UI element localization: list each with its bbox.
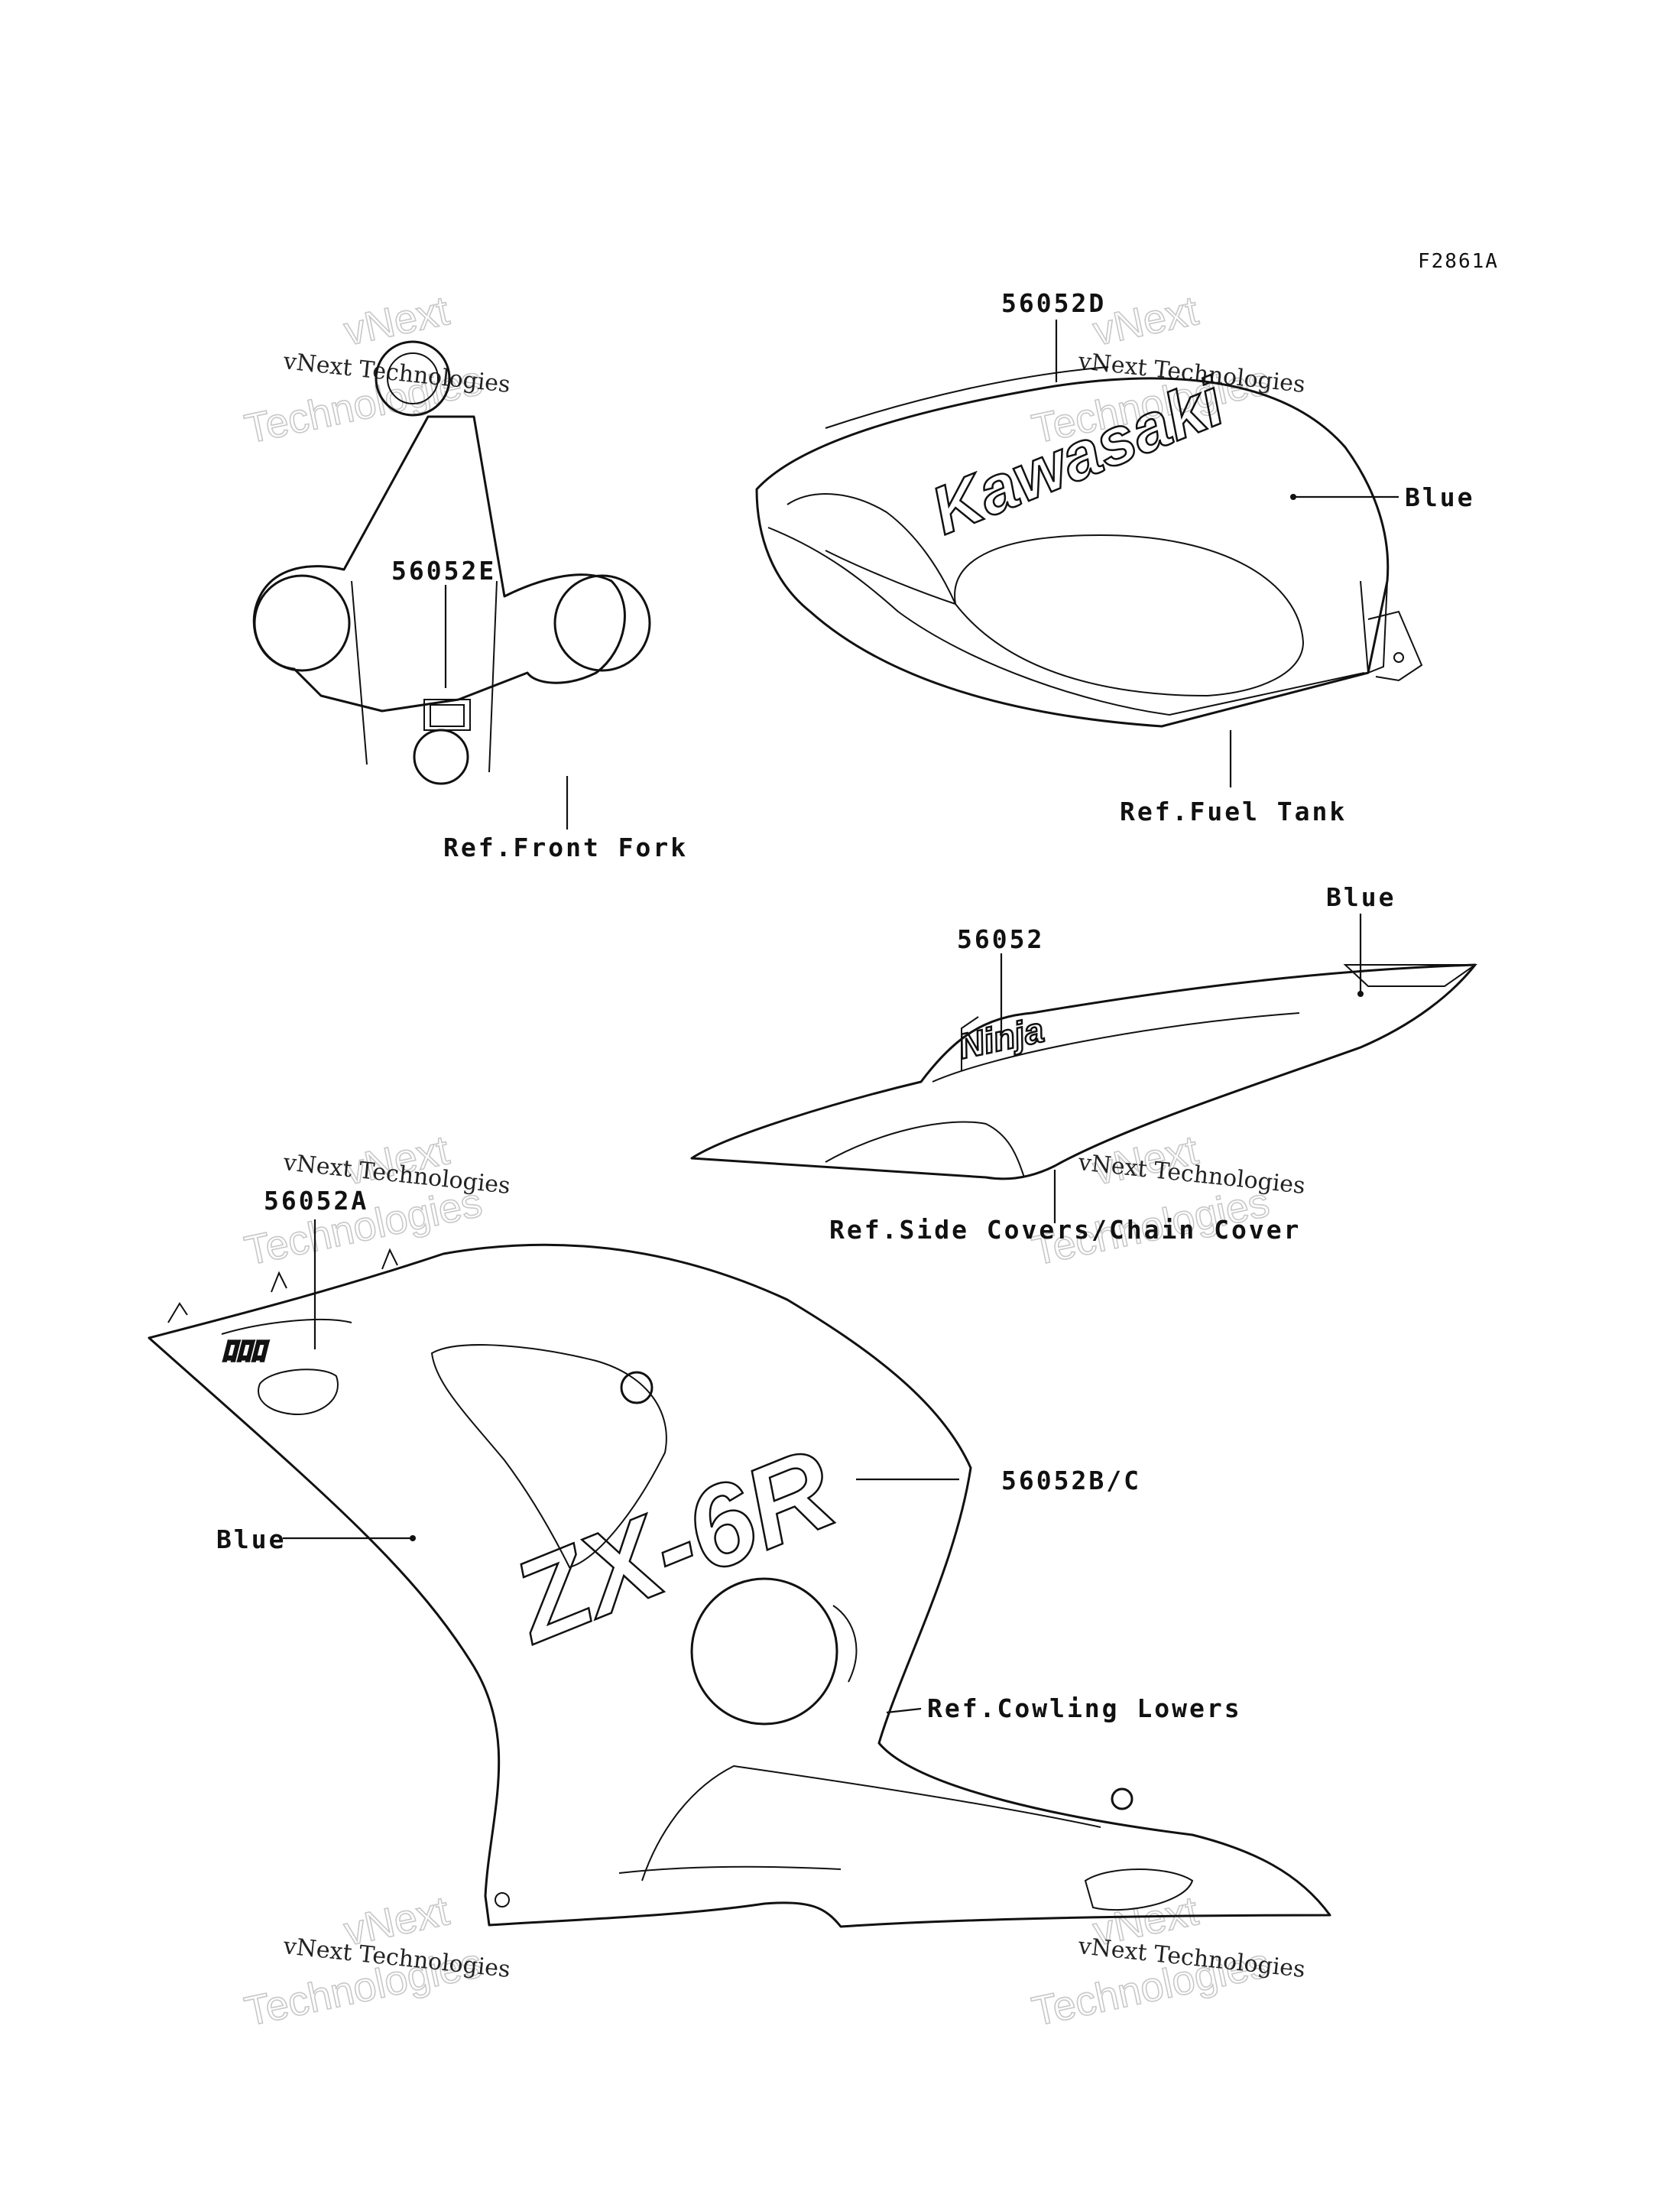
cowl-zx6r-logo: ZX-6R bbox=[493, 1424, 851, 1668]
callout-56052BC: 56052B/C bbox=[1001, 1466, 1141, 1495]
side-ninja-logo: Ninja bbox=[955, 1010, 1047, 1067]
callout-side-color: Blue bbox=[1326, 882, 1396, 912]
watermark-bottom-left: vNext Technologies vNext Technologies bbox=[240, 1888, 511, 2036]
ref-fuel-tank: Ref.Fuel Tank bbox=[1120, 797, 1347, 826]
steering-stem-illustration bbox=[252, 340, 651, 830]
ref-front-fork: Ref.Front Fork bbox=[443, 833, 688, 862]
callout-tank-color: Blue bbox=[1405, 482, 1474, 512]
watermark-mid-right: vNext Technologies vNext Technologies bbox=[1027, 1127, 1306, 1275]
callout-56052: 56052 bbox=[957, 924, 1044, 954]
tank-kawasaki-logo: Kawasaki bbox=[921, 363, 1234, 549]
fuel-tank-illustration: Kawasaki bbox=[755, 320, 1423, 787]
ref-side-covers: Ref.Side Covers/Chain Cover bbox=[829, 1215, 1301, 1245]
side-cover-illustration: Ninja bbox=[690, 914, 1478, 1223]
watermark-bottom-right: vNext Technologies vNext Technologies bbox=[1027, 1888, 1306, 2036]
callout-56052E: 56052E bbox=[391, 556, 496, 586]
callout-56052A: 56052A bbox=[264, 1186, 368, 1216]
cowling-illustration: ﾛﾛﾛ ZX-6R bbox=[148, 1219, 1331, 1928]
callout-56052D: 56052D bbox=[1001, 288, 1106, 318]
ref-cowling-lowers: Ref.Cowling Lowers bbox=[927, 1693, 1242, 1723]
callout-cowling-color: Blue bbox=[216, 1524, 286, 1554]
figure-code: F2861A bbox=[1418, 250, 1499, 273]
cowl-600-logo: ﾛﾛﾛ bbox=[222, 1336, 269, 1368]
